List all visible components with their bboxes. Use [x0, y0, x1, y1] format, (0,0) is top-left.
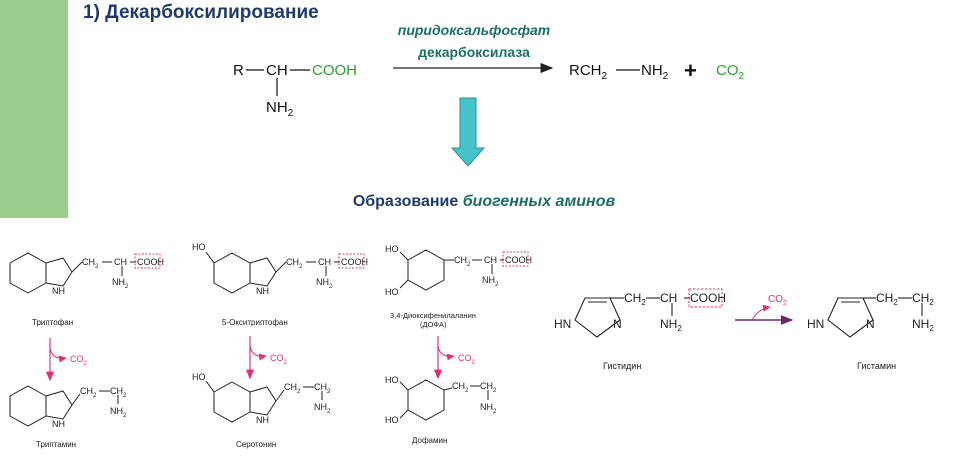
svg-text:CO2: CO2 [768, 294, 787, 307]
svg-text:NH2: NH2 [112, 277, 129, 290]
svg-text:HN: HN [807, 317, 824, 331]
svg-text:HO: HO [385, 244, 399, 254]
svg-text:NH: NH [256, 286, 269, 296]
dopa-structure: HO HO CH2 CH COOH NH2 3,4-Диоксифенилала… [385, 244, 532, 329]
svg-text:CH2: CH2 [480, 381, 497, 394]
svg-text:NH2: NH2 [660, 317, 682, 333]
svg-text:N: N [866, 317, 875, 331]
svg-text:NH: NH [52, 286, 65, 296]
svg-text:CH2: CH2 [876, 291, 898, 307]
amino-group: NH2 [266, 99, 294, 119]
svg-text:NH: NH [256, 415, 269, 425]
alpha-ch: CH [266, 62, 288, 79]
svg-text:CO2: CO2 [458, 353, 476, 366]
label-dopa-line2: (ДОФА) [420, 320, 447, 329]
subtitle-emphasis: биогенных аминов [462, 193, 616, 210]
arrow-histidine: CO2 [735, 294, 794, 325]
serotonin-structure: HO NH CH2 CH2 NH2 Серотонин [192, 372, 331, 449]
svg-text:CO2: CO2 [70, 354, 88, 367]
svg-text:CO2: CO2 [270, 353, 288, 366]
svg-text:CH2: CH2 [912, 291, 934, 307]
svg-text:NH2: NH2 [110, 406, 127, 419]
svg-text:CH2: CH2 [286, 257, 303, 270]
svg-text:CH2: CH2 [624, 291, 646, 307]
svg-text:NH: NH [52, 419, 65, 429]
svg-text:N: N [613, 317, 622, 331]
label-histidine: Гистидин [603, 361, 641, 371]
histamine-structure: HN N CH2 CH2 NH2 Гистамин [807, 291, 934, 371]
svg-text:COOH: COOH [341, 257, 368, 267]
carboxyl-text: COOH [312, 62, 357, 79]
tryptophan-structure: NH CH2 CH COOH NH2 Триптофан [9, 252, 164, 327]
down-arrow-icon [450, 97, 486, 167]
svg-text:COOH: COOH [505, 255, 532, 265]
svg-text:NH2: NH2 [482, 275, 499, 288]
co2-product: CO2 [716, 62, 745, 82]
svg-text:COOH: COOH [137, 257, 164, 267]
svg-text:HO: HO [385, 287, 399, 297]
r-group: R [233, 62, 244, 79]
label-serotonin: Серотонин [236, 440, 276, 449]
cofactor-label: пиридоксальфосфат [397, 22, 551, 38]
svg-text:CH2: CH2 [452, 381, 469, 394]
svg-text:NH2: NH2 [314, 402, 331, 415]
svg-text:CH: CH [114, 257, 127, 267]
general-reaction: R CH COOH NH2 RCH2 NH2 + CO2 [233, 58, 745, 119]
svg-text:CH: CH [660, 291, 677, 305]
arrow-dopa: CO2 [433, 336, 476, 380]
label-histamine: Гистамин [857, 361, 896, 371]
product-nh2: NH2 [641, 62, 669, 82]
svg-text:CH2: CH2 [82, 257, 99, 270]
label-tryptamine: Триптамин [36, 440, 76, 449]
svg-text:NH2: NH2 [316, 277, 333, 290]
svg-text:HN: HN [554, 317, 571, 331]
svg-text:CH2: CH2 [454, 255, 471, 268]
arrow-tryptophan: CO2 [45, 338, 88, 382]
subtitle-prefix: Образование [352, 193, 463, 210]
label-tryptophan: Триптофан [32, 318, 73, 327]
svg-text:CH2: CH2 [284, 382, 301, 395]
page-title: 1) Декарбоксилирование [83, 2, 319, 23]
histidine-structure: HN N CH2 CH COOH NH2 Гистидин [554, 288, 726, 371]
svg-text:COOH: COOH [690, 291, 726, 305]
svg-text:CH: CH [484, 255, 497, 265]
label-dopa-line1: 3,4-Диоксифенилаланин [390, 311, 476, 320]
sidebar-accent [0, 0, 68, 218]
label-dopamine: Дофамин [412, 436, 447, 445]
svg-text:HO: HO [192, 242, 206, 252]
label-hydroxytryptophan: 5-Окситриптофан [222, 318, 288, 327]
arrow-hydroxytryptophan: CO2 [245, 336, 288, 380]
amine-product: RCH2 [569, 62, 608, 82]
section-subtitle: Образование биогенных аминов [0, 193, 968, 211]
svg-text:HO: HO [192, 372, 206, 382]
enzyme-label: декарбоксилаза [418, 44, 530, 60]
carboxyl-group: COOH [312, 62, 357, 79]
hydroxytryptophan-structure: HO NH CH2 CH COOH NH2 5-Окситриптофан [192, 242, 368, 327]
plus-sign: + [684, 58, 697, 83]
tryptamine-structure: NH CH2 CH2 NH2 Триптамин [9, 385, 127, 449]
svg-text:HO: HO [385, 415, 399, 425]
dopamine-structure: HO HO CH2 CH2 NH2 Дофамин [385, 375, 497, 445]
svg-text:NH2: NH2 [912, 317, 934, 333]
svg-text:CH2: CH2 [314, 382, 331, 395]
svg-text:CH2: CH2 [80, 386, 97, 399]
svg-text:HO: HO [385, 375, 399, 385]
svg-text:NH2: NH2 [480, 402, 497, 415]
svg-text:CH2: CH2 [110, 386, 127, 399]
svg-text:CH: CH [318, 257, 331, 267]
